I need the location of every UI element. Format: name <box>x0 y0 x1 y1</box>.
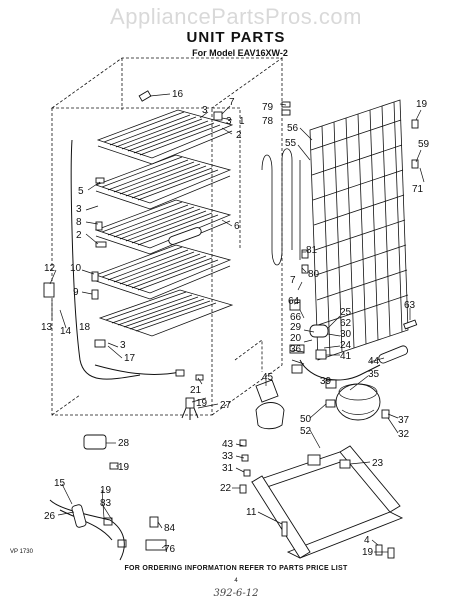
callout-4: 4 <box>364 535 370 546</box>
callout-3: 3 <box>226 116 232 127</box>
callout-7: 7 <box>290 275 296 286</box>
callout-17: 17 <box>124 353 136 364</box>
condenser-clips <box>281 101 419 330</box>
callout-41: 41 <box>340 351 352 362</box>
callout-28: 28 <box>118 438 130 449</box>
callout-43: 43 <box>222 439 234 450</box>
leader-lines <box>49 93 425 553</box>
callout-64: 64 <box>288 296 300 307</box>
callout-1: 1 <box>239 116 245 127</box>
callout-39: 39 <box>320 376 332 387</box>
callout-numbers: 16 3 7 3 2 1 5 3 8 2 6 12 10 9 13 14 18 … <box>41 89 430 558</box>
callout-80: 80 <box>308 269 320 280</box>
callout-5: 5 <box>78 186 84 197</box>
callout-71: 71 <box>412 184 424 195</box>
callout-19: 19 <box>362 547 374 558</box>
callout-19: 19 <box>100 485 112 496</box>
callout-50: 50 <box>300 414 312 425</box>
power-cord-harness <box>49 499 125 561</box>
small-clips <box>43 90 223 381</box>
callout-78: 78 <box>262 116 274 127</box>
base-pan <box>255 402 285 430</box>
callout-79: 79 <box>262 102 274 113</box>
drier-and-fittings <box>289 299 409 381</box>
callout-19: 19 <box>416 99 428 110</box>
callout-19: 19 <box>118 462 130 473</box>
ordering-info-footer: FOR ORDERING INFORMATION REFER TO PARTS … <box>124 565 347 572</box>
accumulator <box>168 227 202 245</box>
callout-56: 56 <box>287 123 299 134</box>
callout-10: 10 <box>70 263 82 274</box>
callout-3: 3 <box>202 105 208 116</box>
callout-13: 13 <box>41 322 53 333</box>
callout-12: 12 <box>44 263 56 274</box>
capillary-tube <box>94 364 181 375</box>
suction-line <box>70 139 141 380</box>
callout-37: 37 <box>398 415 410 426</box>
callout-6: 6 <box>234 221 240 232</box>
callout-20: 20 <box>290 333 302 344</box>
callout-16: 16 <box>172 89 184 100</box>
callout-2: 2 <box>236 130 242 141</box>
callout-44: 44 <box>368 356 380 367</box>
callout-32: 32 <box>398 429 410 440</box>
callout-36: 36 <box>290 344 302 355</box>
condenser-coil <box>309 99 409 361</box>
defrost-heater <box>181 407 199 419</box>
callout-27: 27 <box>220 400 232 411</box>
callout-21: 21 <box>190 385 202 396</box>
callout-14: 14 <box>60 326 72 337</box>
callout-45: 45 <box>262 372 274 383</box>
callout-11: 11 <box>246 507 257 518</box>
watermark-text: AppliancePartsPros.com <box>110 4 362 29</box>
page-number: 4 <box>234 578 238 584</box>
callout-66: 66 <box>290 312 302 323</box>
drawing-code: VP 1730 <box>10 549 34 555</box>
callout-15: 15 <box>54 478 66 489</box>
callout-55: 55 <box>285 138 297 149</box>
callout-31: 31 <box>222 463 234 474</box>
callout-7: 7 <box>229 97 235 108</box>
callout-23: 23 <box>372 458 384 469</box>
callout-22: 22 <box>220 483 232 494</box>
callout-19: 19 <box>196 398 208 409</box>
callout-18: 18 <box>79 322 91 333</box>
compressor <box>325 379 390 421</box>
callout-8: 8 <box>76 217 82 228</box>
callout-52: 52 <box>300 426 312 437</box>
callout-83: 83 <box>100 498 112 509</box>
relay-cover <box>255 379 279 403</box>
hot-gas-loop <box>261 148 301 266</box>
evaporator-shelf-3 <box>94 199 232 255</box>
callout-30: 30 <box>340 329 352 340</box>
callout-81: 81 <box>306 245 318 256</box>
callout-25: 25 <box>340 307 352 318</box>
callout-29: 29 <box>290 322 302 333</box>
callout-3: 3 <box>76 204 82 215</box>
handwritten-note: 392-6-12 <box>214 588 259 599</box>
evaporator-shelf-bottom <box>98 289 234 337</box>
diagram-title: UNIT PARTS <box>187 29 286 46</box>
callout-76: 76 <box>164 544 176 555</box>
diagram-subtitle: For Model EAV16XW-2 <box>192 48 288 58</box>
callout-63: 63 <box>404 300 416 311</box>
cabinet-outline <box>50 57 284 416</box>
callout-24: 24 <box>340 340 352 351</box>
callout-35: 35 <box>368 369 380 380</box>
callout-84: 84 <box>164 523 176 534</box>
callout-33: 33 <box>222 451 234 462</box>
callout-59: 59 <box>418 139 430 150</box>
evaporator-shelf-4 <box>94 244 232 300</box>
callout-26: 26 <box>44 511 56 522</box>
callout-2: 2 <box>76 230 82 241</box>
evaporator-shelf-2 <box>94 154 232 210</box>
callout-9: 9 <box>73 287 79 298</box>
callout-62: 62 <box>340 318 352 329</box>
compressor-base-frame <box>250 445 404 559</box>
callout-3: 3 <box>120 340 126 351</box>
